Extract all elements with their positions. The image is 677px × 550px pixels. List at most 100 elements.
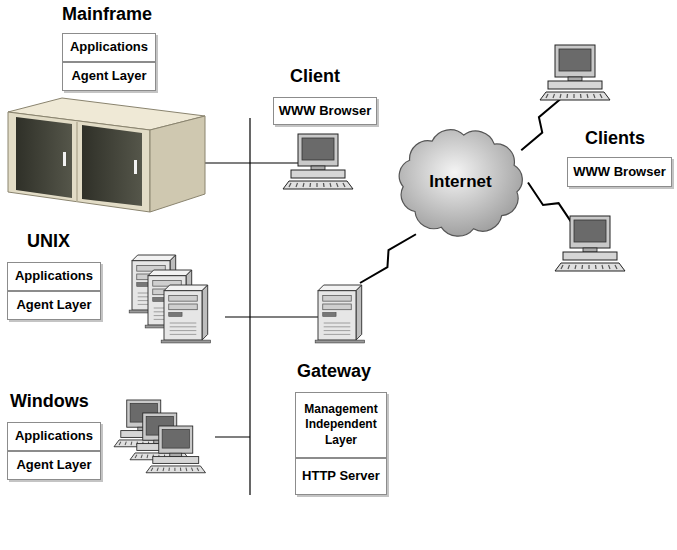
drive-bay — [169, 304, 198, 310]
door-handle — [134, 160, 137, 174]
key-row — [553, 94, 555, 98]
key-row — [323, 183, 325, 187]
cabinet-door — [16, 117, 72, 198]
network-wire — [200, 162, 300, 163]
layer-label: WWW Browser — [573, 164, 665, 181]
drive-bay — [323, 313, 336, 317]
server-side — [202, 285, 208, 340]
base-unit — [563, 252, 617, 260]
key-row — [595, 265, 597, 269]
key-row — [602, 265, 603, 269]
layer-box: Applications — [7, 262, 101, 291]
key-row — [191, 468, 192, 471]
key-row — [130, 442, 132, 445]
base-unit — [291, 170, 345, 178]
server-front — [164, 291, 202, 340]
stand — [311, 166, 325, 170]
screen — [162, 429, 189, 448]
base-unit — [153, 457, 199, 464]
key-row — [568, 265, 570, 269]
key-row — [296, 183, 298, 187]
vent-line — [170, 330, 197, 331]
desktop-computer — [555, 216, 625, 271]
network-wire — [215, 436, 250, 437]
vent-line — [324, 330, 351, 331]
layer-box: Applications — [62, 33, 156, 62]
key-row — [580, 94, 582, 98]
key-row — [615, 265, 617, 269]
screen — [302, 138, 334, 160]
layer-label: Agent Layer — [71, 68, 146, 85]
network-bus — [249, 118, 250, 495]
layer-label: Agent Layer — [16, 457, 91, 474]
system-group: UNIXApplicationsAgent Layer — [5, 228, 105, 323]
vent-line — [170, 334, 197, 335]
server-top — [148, 270, 192, 276]
mainframe-illustration — [8, 98, 205, 212]
layer-label: Agent Layer — [16, 297, 91, 314]
stand — [170, 453, 182, 456]
server-top — [318, 285, 362, 291]
layer-label: Applications — [15, 428, 93, 445]
key-row — [561, 265, 563, 269]
vent-line — [324, 323, 351, 324]
server-top — [164, 285, 208, 291]
cabinet-side — [150, 116, 205, 212]
system-group: ClientWWW Browser — [270, 64, 382, 194]
key-row — [581, 265, 583, 269]
key-row — [135, 455, 137, 458]
key-row — [185, 468, 187, 471]
drive-bay — [323, 304, 352, 310]
group-heading: Mainframe — [62, 4, 152, 25]
system-group: MainframeApplicationsAgent Layer — [58, 2, 162, 94]
layer-label: Applications — [70, 39, 148, 56]
layer-label: Applications — [15, 268, 93, 285]
key-row — [168, 468, 169, 471]
cloud-label: Internet — [393, 172, 528, 192]
key-row — [174, 468, 175, 471]
keyboard — [555, 263, 625, 271]
key-row — [587, 94, 588, 98]
lightning-link — [521, 100, 560, 151]
vent-line — [170, 326, 197, 327]
key-row — [119, 442, 121, 445]
key-row — [157, 468, 158, 471]
screen — [574, 220, 606, 242]
layer-box: Applications — [7, 422, 101, 451]
key-row — [162, 468, 164, 471]
group-heading: Clients — [585, 128, 645, 149]
key-row — [573, 94, 574, 98]
layer-box: Agent Layer — [7, 291, 101, 320]
desktop-computer — [283, 134, 353, 189]
network-wire — [225, 316, 322, 317]
layer-box: WWW Browser — [273, 97, 377, 125]
layer-label: HTTP Server — [302, 468, 380, 485]
edge-layer — [360, 100, 574, 284]
key-row — [330, 183, 331, 187]
key-row — [594, 94, 596, 98]
key-row — [197, 468, 199, 471]
key-row — [588, 265, 589, 269]
key-row — [146, 455, 148, 458]
key-row — [303, 183, 304, 187]
cabinet-seam — [76, 122, 78, 202]
key-row — [343, 183, 345, 187]
monitor — [298, 134, 338, 166]
key-row — [309, 183, 311, 187]
key-row — [337, 183, 339, 187]
layer-box: WWW Browser — [567, 157, 672, 187]
monitor — [159, 426, 193, 453]
door-handle — [63, 152, 66, 166]
key-row — [125, 442, 126, 445]
keyboard — [146, 466, 206, 473]
layer-box: HTTP Server — [295, 458, 387, 495]
key-row — [316, 183, 317, 187]
server-side — [356, 285, 362, 340]
monitor — [555, 45, 595, 77]
server-front — [318, 291, 356, 340]
cabinet-door — [82, 125, 142, 206]
system-group: ClientsWWW Browser — [538, 40, 675, 278]
stand — [583, 248, 597, 252]
key-row — [546, 94, 548, 98]
group-heading: Windows — [10, 391, 89, 412]
